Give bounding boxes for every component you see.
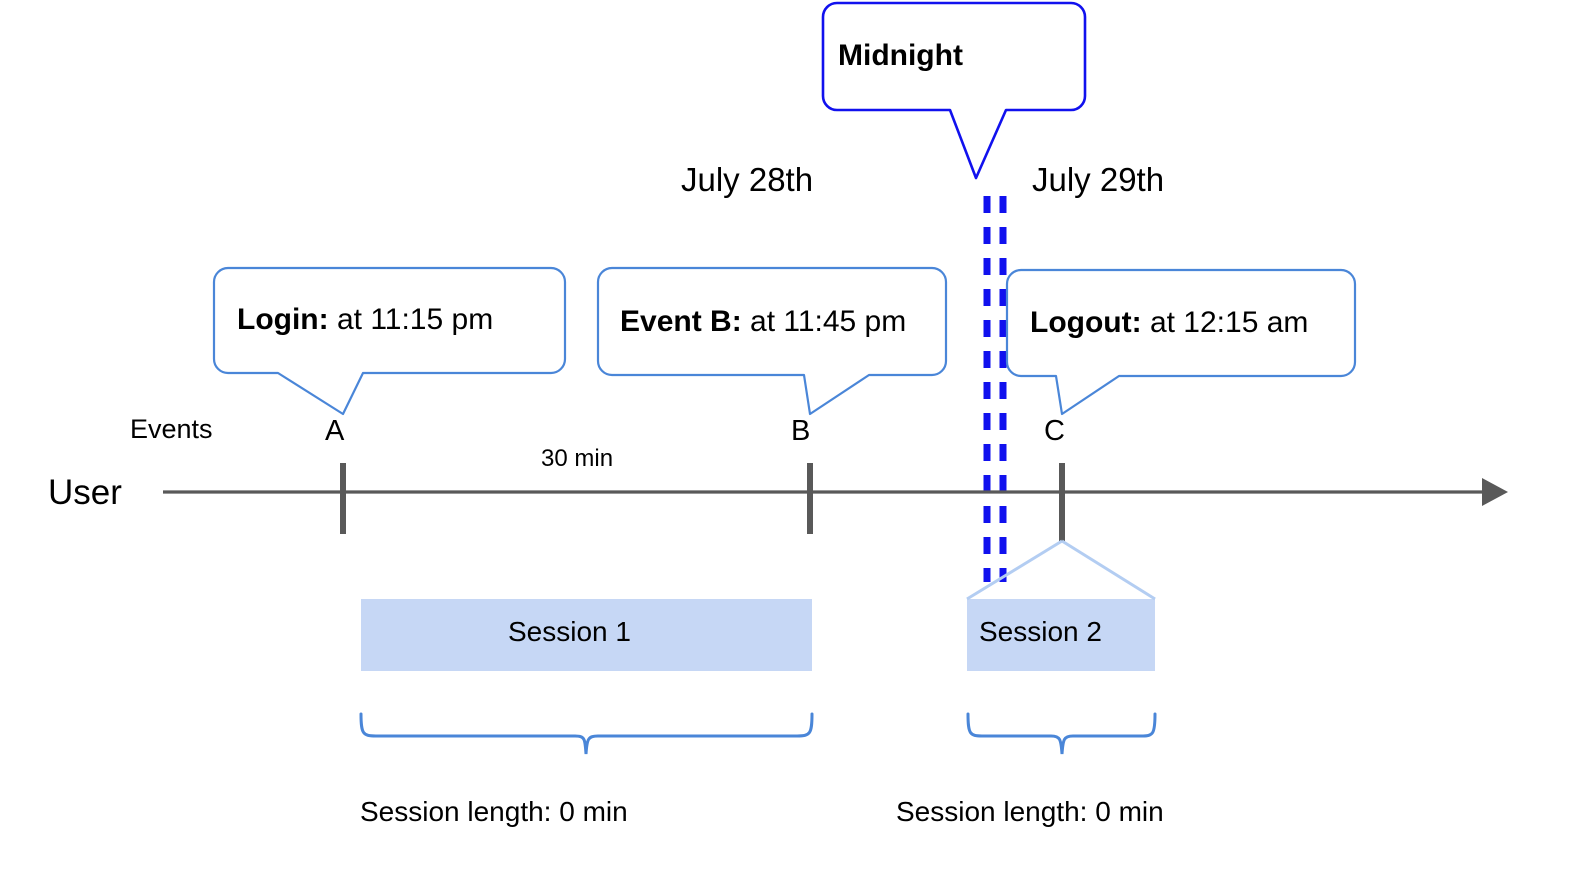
timeline-axis	[163, 478, 1508, 506]
callout-event-b-rest: at 11:45 pm	[741, 305, 907, 338]
events-row-label: Events	[130, 414, 213, 444]
session-1-length-caption: Session length: 0 min	[360, 796, 628, 827]
session-1-brace	[359, 712, 814, 755]
callout-login-bold: Login:	[237, 303, 329, 336]
midnight-callout-shape	[821, 1, 1087, 180]
event-point-label-b: B	[791, 415, 811, 447]
callout-logout-bold: Logout:	[1030, 306, 1142, 339]
callout-shape-login	[212, 266, 567, 416]
session-1-box	[361, 599, 812, 671]
gap-duration-label: 30 min	[541, 445, 614, 472]
session-2-brace	[966, 712, 1157, 755]
session-1-label: Session 1	[508, 616, 631, 647]
midnight-callout-label: Midnight	[838, 39, 963, 72]
callout-shape-event-b	[596, 266, 948, 416]
event-tick-marks	[340, 463, 1065, 541]
date-label-left: July 28th	[681, 161, 814, 198]
midnight-divider-lines	[983, 196, 1007, 582]
event-point-label-a: A	[325, 415, 345, 447]
callout-event-b-bold: Event B:	[620, 305, 742, 338]
session-2-box	[966, 539, 1156, 671]
session-2-label: Session 2	[979, 616, 1102, 647]
session-2-length-caption: Session length: 0 min	[896, 796, 1164, 827]
callout-label-event-b: Event B: at 11:45 pm	[620, 307, 906, 337]
callout-label-logout: Logout: at 12:15 am	[1030, 308, 1308, 338]
callout-shape-logout	[1005, 268, 1357, 416]
date-label-right: July 29th	[1032, 161, 1165, 198]
event-point-label-c: C	[1044, 415, 1065, 447]
callout-logout-rest: at 12:15 am	[1141, 306, 1309, 339]
user-row-label: User	[48, 473, 122, 512]
callout-label-login: Login: at 11:15 pm	[237, 305, 493, 335]
callout-login-rest: at 11:15 pm	[328, 303, 494, 336]
